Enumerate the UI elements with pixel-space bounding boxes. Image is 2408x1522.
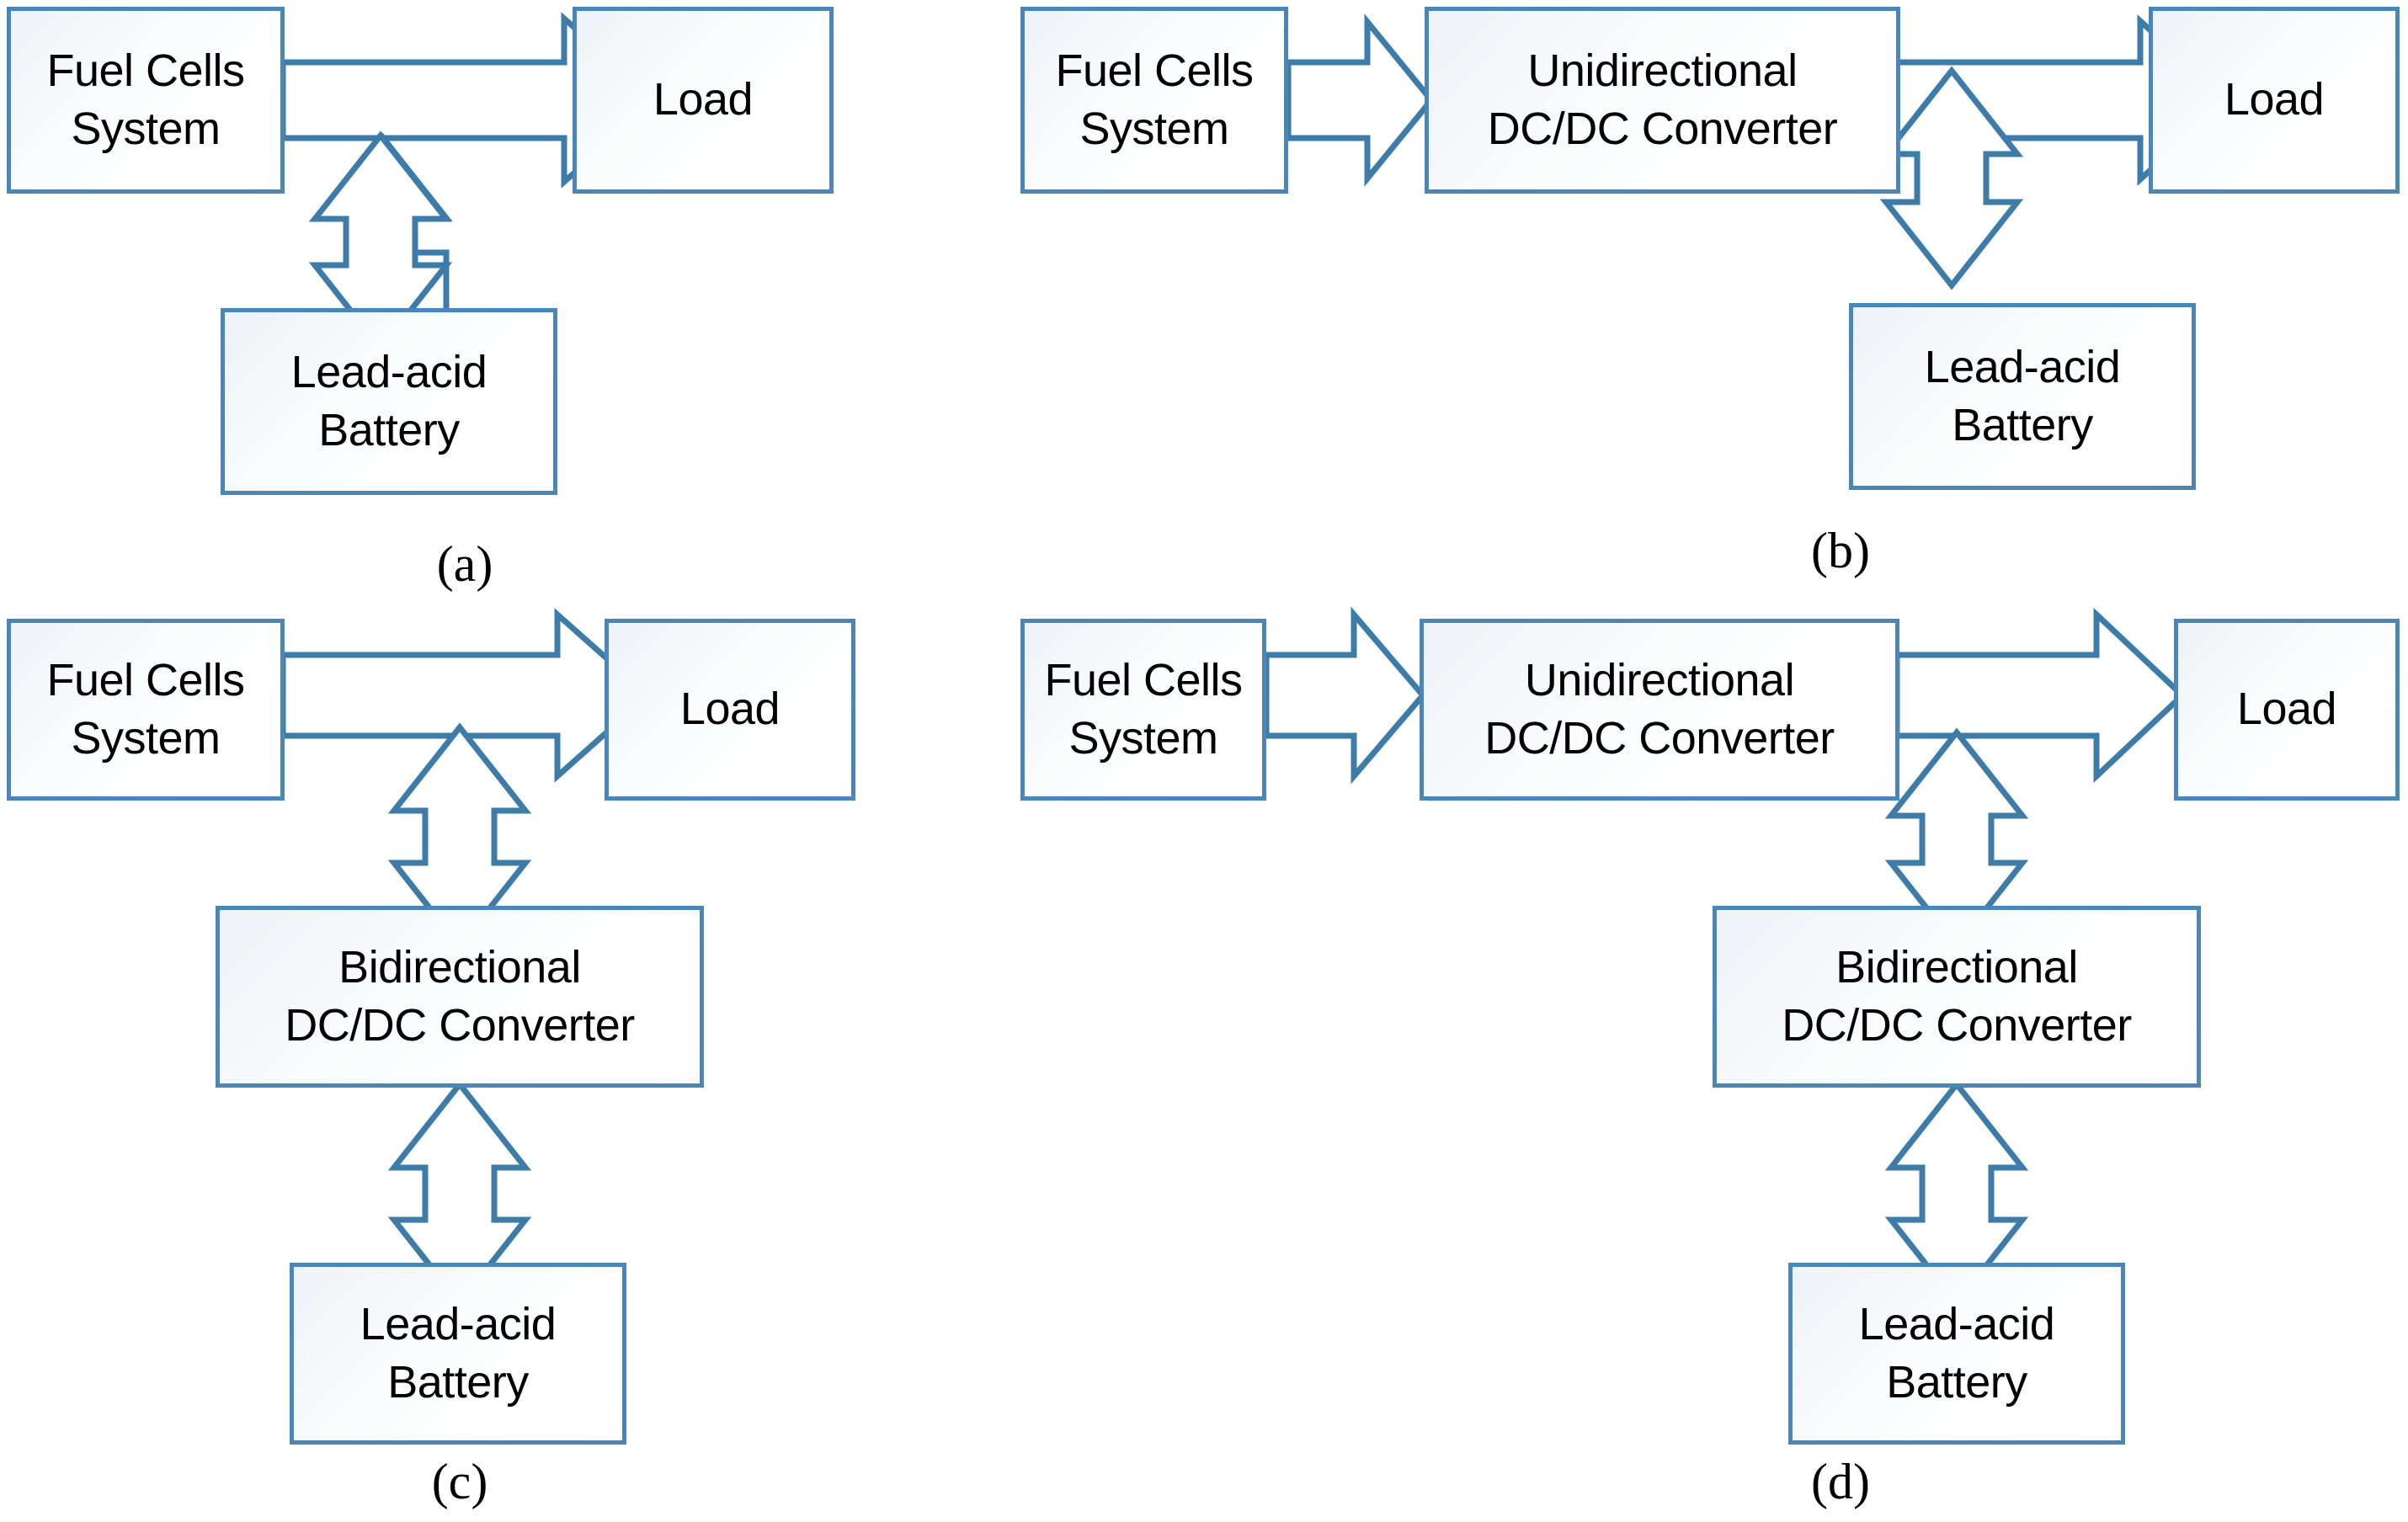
block-label: Load [653,74,754,125]
panel-a-load[interactable]: Load [573,7,834,194]
block-label: Load [2236,684,2337,735]
arrow-bus-to-battery-a [377,132,453,317]
arrow-fuel-cells-to-converter-b [1285,13,1436,187]
arrow-fuel-cells-to-converter-d [1263,606,1427,785]
panel-c-caption: (c) [431,1454,488,1509]
panel-d-load[interactable]: Load [2174,619,2400,801]
block-label: Bidirectional DC/DC Converter [285,941,635,1051]
block-label: Fuel Cells System [1055,45,1254,154]
panel-c-bidirectional-dcdc-converter[interactable]: Bidirectional DC/DC Converter [216,906,704,1088]
panel-d-fuel-cells-system[interactable]: Fuel Cells System [1020,619,1266,801]
block-label: Fuel Cells System [1044,654,1243,764]
panel-c-load[interactable]: Load [605,619,855,801]
panel-d-caption: (d) [1811,1454,1870,1509]
panel-a-caption: (a) [436,536,493,592]
panel-b-caption: (b) [1811,523,1870,578]
block-label: Lead-acid Battery [1924,341,2121,450]
block-label: Lead-acid Battery [360,1298,557,1408]
panel-d-bidirectional-dcdc-converter[interactable]: Bidirectional DC/DC Converter [1713,906,2201,1088]
arrow-bus-to-battery-b [1879,66,2024,290]
panel-d-lead-acid-battery[interactable]: Lead-acid Battery [1788,1263,2125,1445]
panel-d-unidirectional-dcdc-converter[interactable]: Unidirectional DC/DC Converter [1420,619,1899,801]
block-label: Fuel Cells System [46,45,245,154]
arrow-fuel-cells-to-load-c [280,608,653,783]
panel-c-fuel-cells-system[interactable]: Fuel Cells System [7,619,285,801]
panel-b-fuel-cells-system[interactable]: Fuel Cells System [1020,7,1288,194]
block-label: Lead-acid Battery [1858,1298,2055,1408]
block-label: Fuel Cells System [46,654,245,764]
block-label: Load [2224,74,2325,125]
block-label: Unidirectional DC/DC Converter [1487,45,1838,154]
block-label: Bidirectional DC/DC Converter [1782,941,2132,1051]
arrow-converter-to-load-d [1894,607,2187,784]
panel-c-lead-acid-battery[interactable]: Lead-acid Battery [290,1263,626,1445]
panel-a-fuel-cells-system[interactable]: Fuel Cells System [7,7,285,194]
block-label: Lead-acid Battery [290,346,487,455]
block-label: Load [679,684,780,735]
panel-b-lead-acid-battery[interactable]: Lead-acid Battery [1849,303,2196,490]
block-label: Unidirectional DC/DC Converter [1484,654,1835,764]
panel-a-lead-acid-battery[interactable]: Lead-acid Battery [221,308,557,495]
panel-b-unidirectional-dcdc-converter[interactable]: Unidirectional DC/DC Converter [1425,7,1900,194]
panel-b-load[interactable]: Load [2149,7,2400,194]
